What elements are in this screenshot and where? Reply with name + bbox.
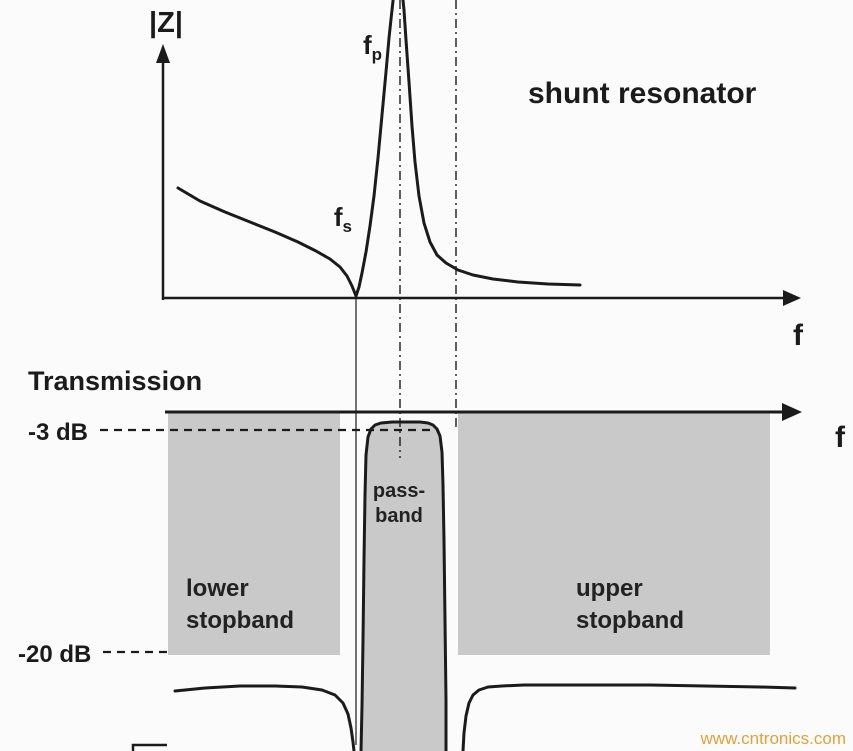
fp-label: fp [363, 30, 382, 64]
fs-subscript: s [343, 217, 352, 236]
reference-levels [100, 428, 438, 654]
upper-stopband-region [458, 413, 770, 655]
impedance-axes [156, 44, 801, 306]
minus-20db-label: -20 dB [18, 641, 91, 668]
impedance-x-axis-arrow-icon [783, 290, 801, 306]
passband-label-line2: band [375, 505, 423, 527]
upper-stopband-label-line1: upper [576, 575, 643, 602]
transmission-labels: Transmission f -3 dB -20 dB lower stopba… [18, 366, 846, 668]
transmission-curve-upper-stopband [461, 683, 797, 751]
passband-region [361, 422, 446, 751]
impedance-curve [176, 0, 582, 298]
cropped-axis-fragment [131, 743, 167, 751]
lower-stopband-label-line2: stopband [186, 607, 294, 634]
transmission-axes [165, 403, 802, 421]
fs-label: fs [334, 202, 352, 236]
impedance-x-axis-f-label: f [793, 319, 804, 352]
transmission-title: Transmission [28, 366, 202, 396]
transmission-curve-passband [359, 420, 448, 751]
impedance-labels: |Z| f fp fs shunt resonator [149, 7, 804, 352]
fp-subscript: p [372, 45, 382, 64]
lower-stopband-label-line1: lower [186, 575, 249, 602]
fs-base: f [334, 202, 343, 232]
watermark-text: www.cntronics.com [700, 729, 846, 748]
impedance-y-axis-label: |Z| [149, 7, 183, 39]
shunt-resonator-annotation: shunt resonator [528, 77, 757, 110]
guide-lines [355, 0, 457, 745]
fp-base: f [363, 30, 372, 60]
minus-3db-label: -3 dB [28, 419, 88, 446]
transmission-x-axis-f-label: f [835, 421, 846, 454]
transmission-x-axis-arrow-icon [782, 403, 802, 421]
lower-stopband-region [168, 413, 340, 655]
transmission-curves [131, 420, 797, 751]
upper-stopband-label-line2: stopband [576, 607, 684, 634]
transmission-regions [168, 413, 770, 751]
impedance-y-axis-arrow-icon [156, 44, 170, 63]
passband-label-line1: pass- [373, 480, 425, 502]
transmission-curve-lower-stopband [173, 684, 356, 751]
